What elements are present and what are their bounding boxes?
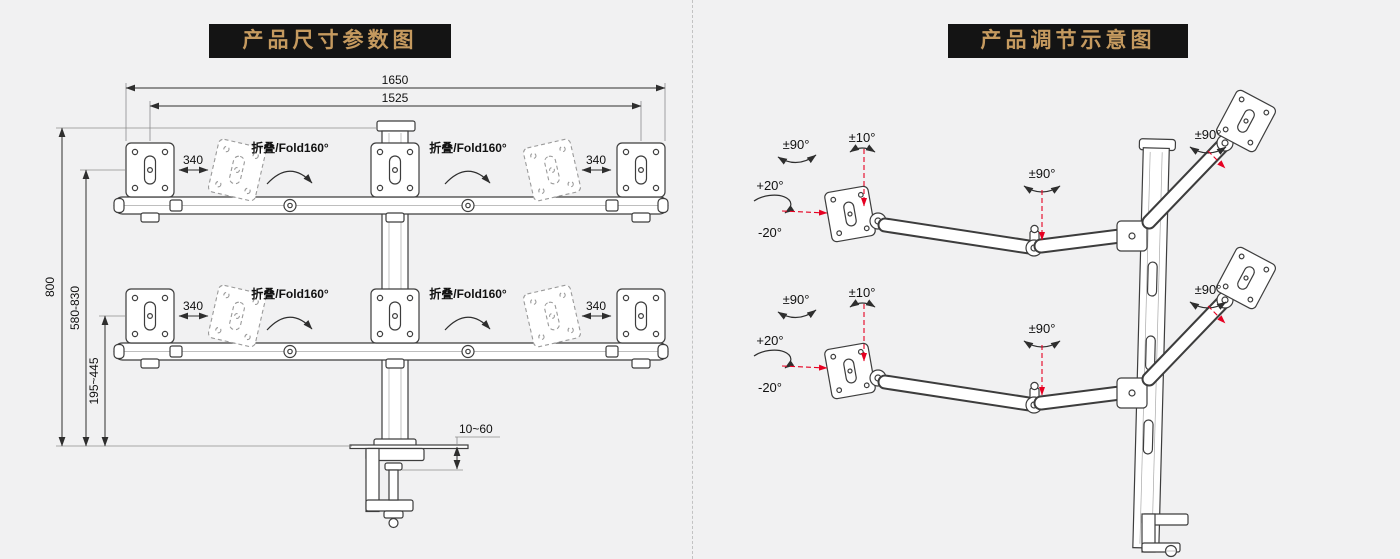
fold-label-3: 折叠/Fold160° (251, 286, 329, 301)
dim-340-label-1: 340 (183, 153, 203, 167)
left-panel-title: 产品尺寸参数图 (209, 24, 451, 58)
angle-tilt-label-1: ±10° (849, 130, 876, 145)
fold-label-1: 折叠/Fold160° (251, 140, 329, 155)
fold-label-4: 折叠/Fold160° (429, 286, 507, 301)
dim-10-60-label: 10~60 (459, 422, 493, 436)
dim-clamp-range: 10~60 (402, 422, 500, 471)
angle-swivel-label-1: ±90° (783, 137, 810, 152)
panel-divider (692, 0, 693, 559)
angle-swivel-label-4: ±90° (783, 292, 810, 307)
angle-swivel-label-3: ±90° (1195, 127, 1222, 142)
angle-swivel-label-6: ±90° (1195, 282, 1222, 297)
angle-roll-up-label-2: +20° (756, 333, 783, 348)
desk-clamp (349, 438, 469, 529)
lower-arm-row (114, 284, 668, 368)
adjustment-diagram: ±90° ±10° +20° -20° ±90° ±90° ±90° ±10° … (694, 0, 1400, 558)
angle-swivel-label-2: ±90° (1029, 166, 1056, 181)
upper-arm-row (114, 138, 668, 222)
angle-roll-down-label-1: -20° (758, 225, 782, 240)
dim-195-445-label: 195~445 (87, 357, 101, 404)
dim-upper-range: 580-830 (68, 169, 125, 447)
angle-swivel-label-5: ±90° (1029, 321, 1056, 336)
angle-tilt-label-2: ±10° (849, 285, 876, 300)
dim-340-label-4: 340 (586, 299, 606, 313)
dim-340-label-3: 340 (183, 299, 203, 313)
dimension-diagram: 1650 1525 800 580-830 195~445 10~60 (43, 73, 694, 529)
dim-1525-label: 1525 (382, 91, 409, 105)
dim-340-label-2: 340 (586, 153, 606, 167)
dim-total-width: 1650 (125, 73, 666, 141)
desk-clamp (1141, 513, 1189, 558)
fold-label-2: 折叠/Fold160° (429, 140, 507, 155)
dim-1650-label: 1650 (382, 73, 409, 87)
right-panel-title: 产品调节示意图 (948, 24, 1188, 58)
dim-lower-range: 195~445 (87, 315, 125, 447)
dim-580-830-label: 580-830 (68, 286, 82, 330)
angle-roll-up-label-1: +20° (756, 178, 783, 193)
dim-inner-width: 1525 (149, 91, 642, 141)
dim-800-label: 800 (43, 277, 57, 297)
angle-roll-down-label-2: -20° (758, 380, 782, 395)
